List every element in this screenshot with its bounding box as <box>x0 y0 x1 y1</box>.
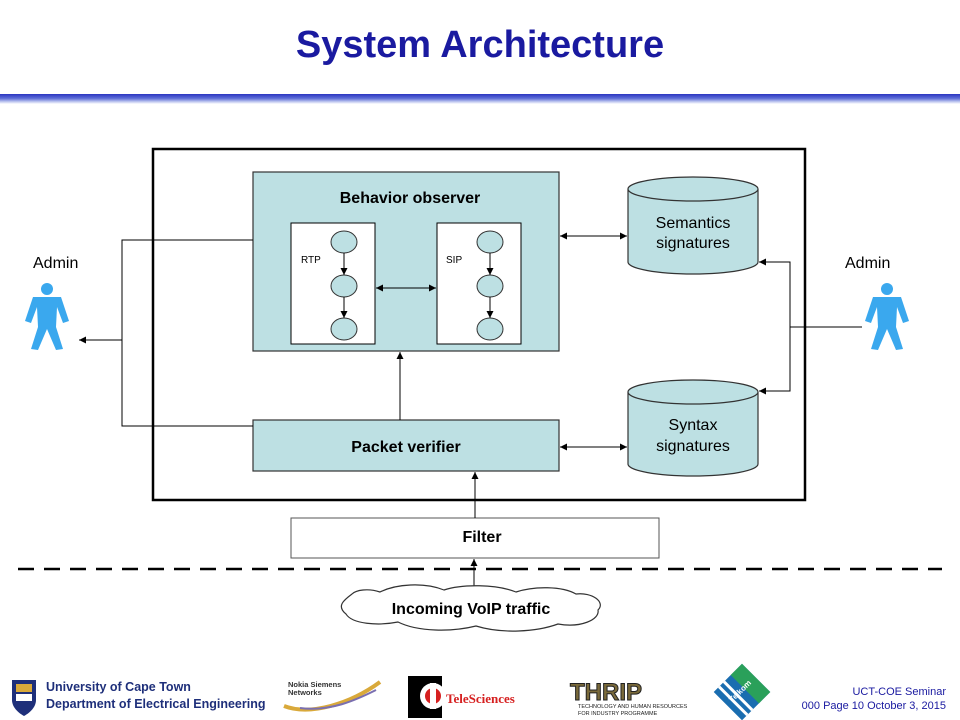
sip-state-2 <box>476 274 504 298</box>
filter-label: Filter <box>462 529 501 546</box>
svg-text:Nokia Siemens: Nokia Siemens <box>288 680 341 689</box>
observer-to-admin-link <box>121 239 253 340</box>
svg-text:TeleSciences: TeleSciences <box>446 691 515 706</box>
thrip-logo: THRIP TECHNOLOGY AND HUMAN RESOURCES FOR… <box>570 679 688 718</box>
nokia-siemens-logo: Nokia Siemens Networks <box>283 680 382 712</box>
syntax-label-line1: Syntax <box>669 417 718 434</box>
admin-right-label: Admin <box>845 255 890 272</box>
rtp-state-3 <box>330 317 358 341</box>
admin-left-label: Admin <box>33 255 78 272</box>
svg-text:Networks: Networks <box>288 688 322 697</box>
department-name: Department of Electrical Engineering <box>46 697 266 711</box>
title-rule <box>0 94 960 104</box>
packet-verifier-box <box>252 419 560 472</box>
uct-crest-icon <box>12 680 36 716</box>
university-name: University of Cape Town <box>46 680 191 694</box>
telkom-logo: Telkom <box>713 663 771 720</box>
semantics-label-line2: signatures <box>656 235 730 252</box>
filter-box <box>290 517 660 559</box>
rtp-state-1 <box>330 230 358 254</box>
telesciences-logo: TeleSciences <box>408 676 515 718</box>
incoming-traffic-cloud <box>340 584 601 632</box>
sip-state-1 <box>476 230 504 254</box>
slide-title: System Architecture <box>295 24 665 66</box>
semantics-signatures-db <box>627 176 759 275</box>
syntax-label-line2: signatures <box>656 438 730 455</box>
sip-state-3 <box>476 317 504 341</box>
svg-text:TECHNOLOGY AND HUMAN RESOURCES: TECHNOLOGY AND HUMAN RESOURCES <box>578 704 688 710</box>
admin-right-person-icon <box>865 283 909 350</box>
rtp-state-2 <box>330 274 358 298</box>
verifier-to-admin-link <box>121 340 253 427</box>
svg-text:FOR INDUSTRY PROGRAMME: FOR INDUSTRY PROGRAMME <box>578 711 658 717</box>
behavior-observer-label: Behavior observer <box>340 190 481 207</box>
admin-left-person-icon <box>25 283 69 350</box>
page-date-label: 000 Page 10 October 3, 2015 <box>801 700 946 712</box>
rtp-label: RTP <box>301 255 321 266</box>
packet-verifier-label: Packet verifier <box>351 439 460 456</box>
sip-label: SIP <box>446 255 462 266</box>
semantics-label-line1: Semantics <box>656 215 731 232</box>
syntax-signatures-db <box>627 379 759 477</box>
seminar-label: UCT-COE Seminar <box>852 686 946 698</box>
incoming-traffic-label: Incoming VoIP traffic <box>392 601 551 618</box>
admin-syntax-link <box>759 327 791 395</box>
svg-text:THRIP: THRIP <box>570 679 642 706</box>
